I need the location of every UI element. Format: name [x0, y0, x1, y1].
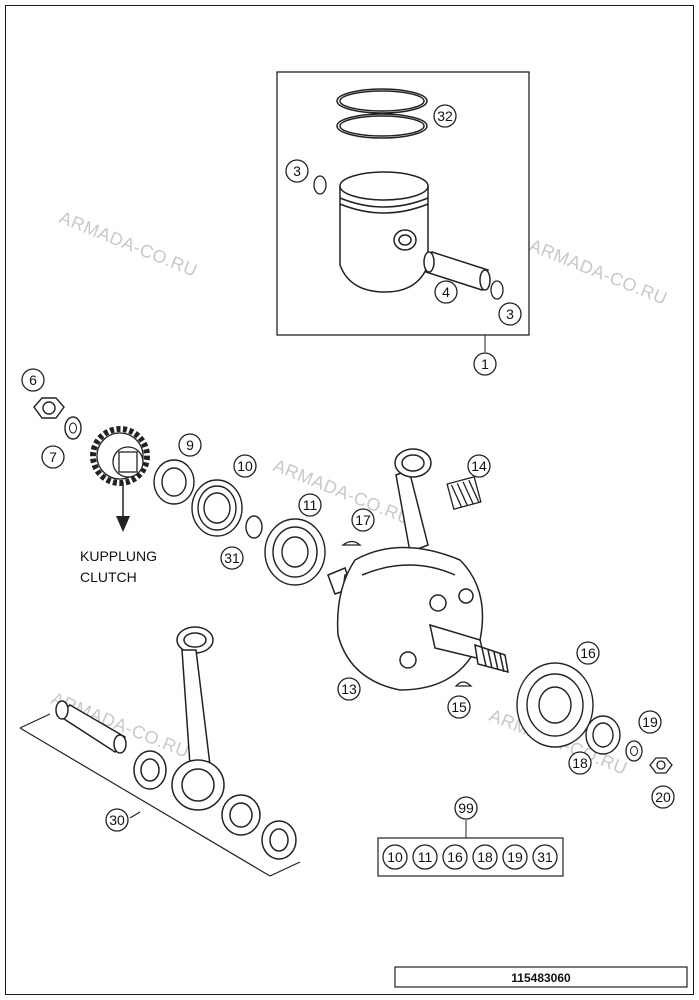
o-ring-drawing: [245, 515, 263, 539]
shaft-seal-drawing: [191, 479, 243, 537]
needle-bearing-drawing: [446, 476, 482, 510]
callout-31: 31: [220, 546, 244, 570]
kit-item-number: 19: [507, 849, 523, 865]
callout-20-number: 20: [655, 789, 671, 805]
kit-item-number: 31: [537, 849, 553, 865]
circlip-right: [490, 280, 504, 300]
callout-9-number: 9: [186, 437, 194, 453]
kit-item-circle: [442, 844, 468, 870]
woodruff-key-15-drawing: [454, 681, 473, 687]
kit-item-number: 10: [387, 849, 403, 865]
diagram-frame: [5, 5, 694, 995]
piston-pin-drawing: [423, 251, 491, 291]
callout-11: 11: [298, 493, 322, 517]
callout-4-number: 4: [442, 284, 450, 300]
callout-7: 7: [41, 445, 65, 469]
kit-item-circle: [502, 844, 528, 870]
kit-item-circle: [472, 844, 498, 870]
callout-32-number: 32: [437, 108, 453, 124]
kit-item-number: 11: [418, 849, 433, 865]
callout-30: 30: [105, 808, 129, 832]
callout-4: 4: [434, 280, 458, 304]
kit-item-circle: [412, 844, 438, 870]
callout-6-number: 6: [29, 372, 37, 388]
callout-3b: 3: [498, 302, 522, 326]
con-rod-kit-bracket: [19, 713, 301, 877]
kit-item-circle: [532, 844, 558, 870]
watermark-2: ARMADA-CO.RU: [527, 235, 671, 309]
callout-10: 10: [233, 454, 257, 478]
circlip-left: [313, 175, 327, 195]
callout-17-number: 17: [355, 512, 371, 528]
callout-15: 15: [447, 695, 471, 719]
callout-17: 17: [351, 508, 375, 532]
callout-7-number: 7: [49, 449, 57, 465]
ball-bearing-right-drawing: [516, 662, 594, 748]
callout-13-number: 13: [341, 681, 357, 697]
callout-3b-number: 3: [506, 306, 514, 322]
ball-bearing-left-drawing: [264, 518, 326, 586]
callout-20: 20: [651, 785, 675, 809]
reference-number-box: [394, 966, 688, 988]
piston-rings-drawing: [336, 88, 428, 139]
callout-16-number: 16: [580, 645, 596, 661]
callout-11-number: 11: [303, 497, 318, 513]
callout-19-number: 19: [642, 714, 658, 730]
kit-item-circle: [382, 844, 408, 870]
kit-item-number: 16: [447, 849, 463, 865]
callout-99: 99: [454, 796, 478, 820]
callout-10-number: 10: [237, 458, 253, 474]
callout-1: 1: [473, 352, 497, 376]
callout-3a: 3: [285, 159, 309, 183]
callout-1-number: 1: [481, 356, 489, 372]
shaft-seal-right-drawing: [585, 715, 621, 755]
callout-13: 13: [337, 677, 361, 701]
callout-6: 6: [21, 368, 45, 392]
callout-30-number: 30: [109, 812, 125, 828]
label-clutch: CLUTCH: [80, 569, 137, 585]
label-kupplung: KUPPLUNG: [80, 548, 157, 564]
callout-3a-number: 3: [293, 163, 301, 179]
washer-19-hole: [630, 746, 638, 756]
spacer-drawing: [153, 459, 195, 505]
callout-14-number: 14: [471, 458, 487, 474]
primary-gear-drawing: [90, 426, 150, 486]
nut-drawing: [33, 397, 65, 419]
clutch-arrow-head: [116, 516, 130, 532]
crankshaft-drawing: [327, 448, 509, 691]
washer-19-drawing: [625, 740, 643, 762]
washer-drawing: [64, 416, 82, 440]
callout-18-number: 18: [572, 755, 588, 771]
kit-99-items: 10 11 16 18 19 31: [382, 844, 558, 870]
callout-14: 14: [467, 454, 491, 478]
washer-hole: [69, 422, 77, 434]
watermark-1: ARMADA-CO.RU: [57, 207, 201, 281]
nut-20-drawing: [649, 757, 673, 774]
piston-drawing: [339, 171, 429, 293]
callout-19: 19: [638, 710, 662, 734]
callout-18: 18: [568, 751, 592, 775]
callout-15-number: 15: [451, 699, 467, 715]
callout-9: 9: [178, 433, 202, 457]
callout-31-number: 31: [224, 550, 240, 566]
callout-32: 32: [433, 104, 457, 128]
piston-kit-box: [276, 71, 530, 336]
watermark-3: ARMADA-CO.RU: [271, 455, 415, 529]
woodruff-key-17-drawing: [341, 540, 362, 546]
con-rod-kit-drawing: [55, 626, 297, 860]
reference-number: 115483060: [511, 971, 571, 985]
kit-item-number: 18: [477, 849, 493, 865]
callout-16: 16: [576, 641, 600, 665]
callout-99-number: 99: [458, 800, 474, 816]
kit-99-box: [377, 837, 564, 877]
